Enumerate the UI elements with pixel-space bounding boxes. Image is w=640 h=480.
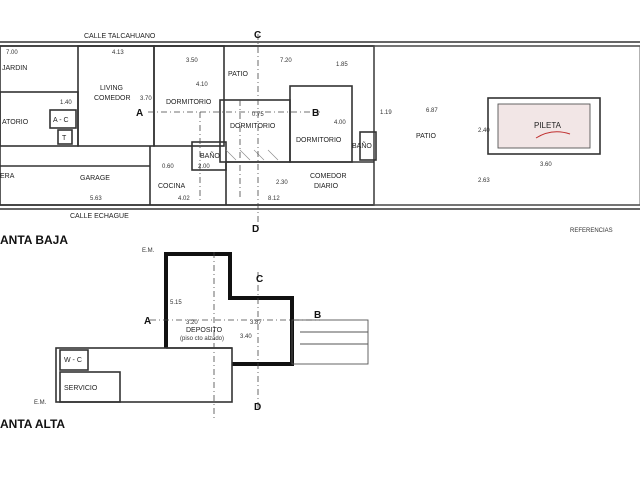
room-label-era: ERA [0,173,15,180]
room-label-ac: A - C [53,117,69,124]
em-mark-left: E.M. [34,400,47,406]
upper-axis-label-a: A [144,316,151,327]
dim-1-19: 1.19 [380,110,392,116]
service-block-outline [55,347,233,403]
dim-4-10: 4.10 [196,82,208,88]
upper-dim-3-20: 3.20 [186,320,198,326]
patio-outline [373,45,640,206]
dim-7-00: 7.00 [6,50,18,56]
room-label-patio-2: PATIO [416,133,437,140]
ground-floor-plan: CALLE TALCAHUANO CALLE ECHAGUE JARDIN LI… [0,30,640,247]
street-bottom-label: CALLE ECHAGUE [70,213,129,220]
terrace-outline [291,319,369,365]
room-label-bano-1: BAÑO [200,151,220,160]
building-outline [0,45,375,206]
upper-axis-label-c: C [256,274,263,285]
pool-outline [487,97,601,155]
t-box [57,129,73,145]
room-label-wc: W - C [64,357,82,364]
upper-floor-title: ANTA ALTA [0,417,65,431]
room-label-patio-1: PATIO [228,71,249,78]
dim-0-75: 0.75 [252,112,264,118]
ground-floor-title: ANTA BAJA [0,233,68,247]
dim-1-85: 1.85 [336,62,348,68]
room-label-living: LIVING [100,85,123,92]
dim-3-60: 3.60 [540,162,552,168]
room-label-comedor-diario-2: DIARIO [314,183,339,190]
upper-axis-label-b: B [314,310,321,321]
dim-5-63: 5.63 [90,196,102,202]
room-label-comedor: COMEDOR [94,95,131,102]
room-label-cocina: COCINA [158,183,186,190]
street-top-label: CALLE TALCAHUANO [84,33,156,40]
dim-8-12: 8.12 [268,196,280,202]
room-label-atorio: ATORIO [2,119,29,126]
dim-4-02: 4.02 [178,196,190,202]
dim-3-50: 3.50 [186,58,198,64]
atorio-walls [0,91,79,147]
room-label-garage: GARAGE [80,175,110,182]
room-label-deposito: DEPOSITO [186,327,223,334]
wc-box [59,349,89,371]
bano-2-walls [359,131,377,161]
upper-dim-3-40: 3.40 [240,334,252,340]
room-note-deposito: (piso cto alzado) [180,336,224,342]
room-label-bano-2: BAÑO [352,141,372,150]
dim-2-63: 2.63 [478,178,490,184]
references-stamp: REFERENCIAS [570,228,613,234]
room-label-dormitorio-1: DORMITORIO [166,99,212,106]
pool-red-mark [535,131,571,139]
bano-1-walls [191,141,227,171]
dim-2-00: 2.00 [198,164,210,170]
room-label-servicio: SERVICIO [64,385,98,392]
room-label-comedor-diario-1: COMEDOR [310,173,347,180]
upper-axis-label-d: D [254,402,261,413]
dormitorio-1-walls [153,45,225,147]
room-label-jardin: JARDIN [2,65,27,72]
dim-6-87: 6.87 [426,108,438,114]
upper-dim-5-15: 5.15 [170,300,182,306]
dim-4-00: 4.00 [334,120,346,126]
room-label-pileta: PILETA [534,121,562,130]
dim-7-20: 7.20 [280,58,292,64]
room-label-dormitorio-2: DORMITORIO [230,123,276,130]
axis-label-d-bottom: D [252,224,259,235]
dim-0-60: 0.60 [162,164,174,170]
dormitorio-2-walls [219,99,291,163]
axis-label-b: B [312,108,319,119]
pool-basin [497,103,591,149]
dim-2-40: 2.40 [478,128,490,134]
servicio-box [59,371,121,403]
ac-box [49,109,77,129]
dim-2-30: 2.30 [276,180,288,186]
dim-4-13: 4.13 [112,50,124,56]
corridor-hatching [225,149,279,161]
upper-dim-3-87: 3.87 [250,320,262,326]
room-label-t: T [62,135,67,142]
room-label-dormitorio-3: DORMITORIO [296,137,342,144]
axis-label-a: A [136,108,143,119]
em-mark-top: E.M. [142,248,155,254]
axis-label-c-top: C [254,30,261,41]
upper-floor-plan: DEPOSITO (piso cto alzado) W - C SERVICI… [0,248,369,431]
dim-1-40: 1.40 [60,100,72,106]
dim-3-70: 3.70 [140,96,152,102]
